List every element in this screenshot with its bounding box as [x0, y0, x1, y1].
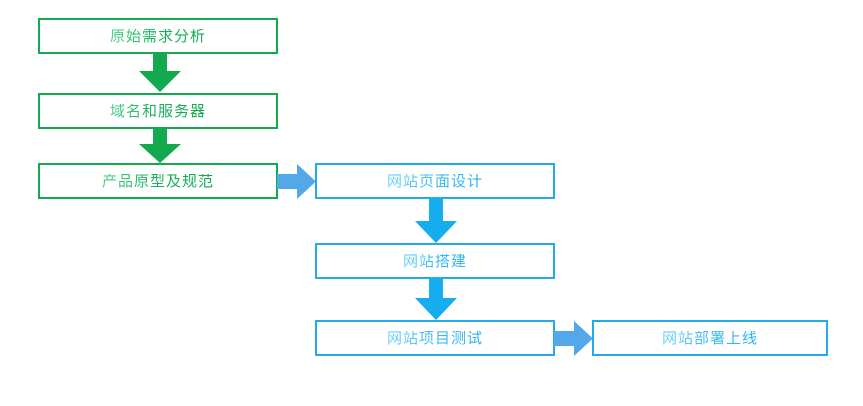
node-page-design[interactable]: 网站页面设计	[315, 163, 555, 199]
node-label: 原始需求分析	[109, 26, 206, 45]
node-label: 网站项目测试	[386, 328, 483, 347]
arrow-test-to-deploy	[554, 320, 594, 357]
node-label: 域名和服务器	[109, 101, 206, 120]
node-site-build[interactable]: 网站搭建	[315, 243, 555, 279]
arrow-design-to-build	[412, 199, 460, 244]
node-prototype-spec[interactable]: 产品原型及规范	[38, 163, 278, 199]
node-project-test[interactable]: 网站项目测试	[315, 320, 555, 356]
node-requirements[interactable]: 原始需求分析	[38, 18, 278, 54]
node-label: 产品原型及规范	[101, 171, 214, 190]
node-deploy-online[interactable]: 网站部署上线	[592, 320, 828, 356]
arrow-build-to-test	[412, 279, 460, 321]
arrow-prototype-to-design	[277, 163, 317, 200]
arrow-requirements-to-domain	[136, 54, 184, 93]
node-domain-server[interactable]: 域名和服务器	[38, 93, 278, 129]
node-label: 网站部署上线	[661, 328, 758, 347]
arrow-domain-to-prototype	[136, 129, 184, 164]
node-label: 网站页面设计	[386, 171, 483, 190]
node-label: 网站搭建	[402, 251, 467, 270]
